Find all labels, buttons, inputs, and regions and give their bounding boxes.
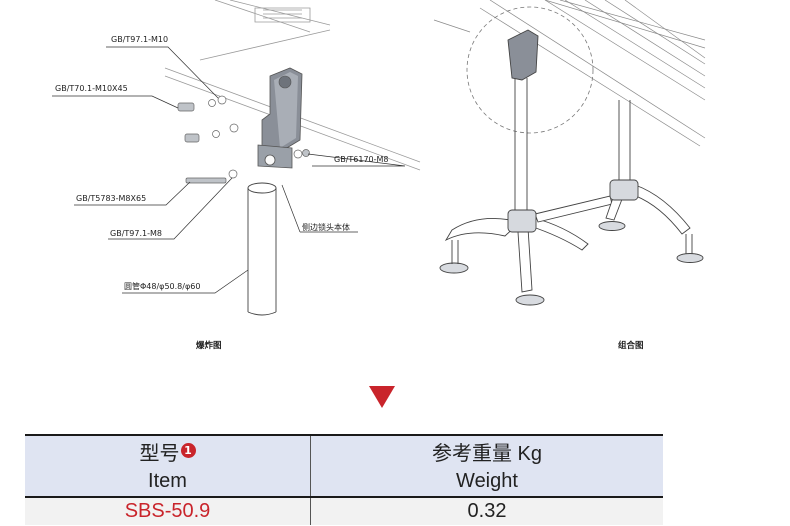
badge-icon: 1 — [180, 442, 196, 458]
header-item-en: Item — [25, 466, 311, 498]
header-weight-cn: 参考重量 Kg — [310, 434, 663, 466]
callout-washer-bottom: GB/T97.1-M8 — [110, 229, 162, 238]
callout-lock-body: 侧边锁头本体 — [302, 222, 350, 232]
header-row-en: Item Weight — [25, 466, 663, 498]
table-row: SBS-50.9 0.32 — [25, 497, 663, 525]
weight-cell: 0.32 — [310, 497, 663, 525]
callout-bolt-top: GB/T70.1-M10X45 — [55, 84, 128, 93]
callout-bolt-bottom: GB/T5783-M8X65 — [76, 194, 146, 203]
exploded-view-caption: 爆炸图 — [196, 340, 222, 351]
callout-nut: GB/T6170-M8 — [334, 155, 389, 164]
assembly-view-caption: 组合图 — [618, 340, 644, 351]
side-lock-body-part — [257, 67, 303, 169]
assembly-view: 组合图 — [433, 0, 706, 351]
down-arrow-icon — [369, 386, 395, 408]
exploded-view: GB/T97.1-M10 GB/T70.1-M10X45 GB/T6170-M8… — [52, 0, 421, 351]
header-item-cn-label: 型号 — [139, 442, 180, 465]
round-tube-part — [247, 182, 277, 316]
callout-tube: 圆管Φ48/φ50.8/φ60 — [124, 281, 200, 291]
model-cell: SBS-50.9 — [25, 497, 311, 525]
technical-drawing: GB/T97.1-M10 GB/T70.1-M10X45 GB/T6170-M8… — [52, 0, 706, 351]
callout-washer-top: GB/T97.1-M10 — [111, 35, 168, 44]
header-weight-en: Weight — [310, 466, 663, 498]
